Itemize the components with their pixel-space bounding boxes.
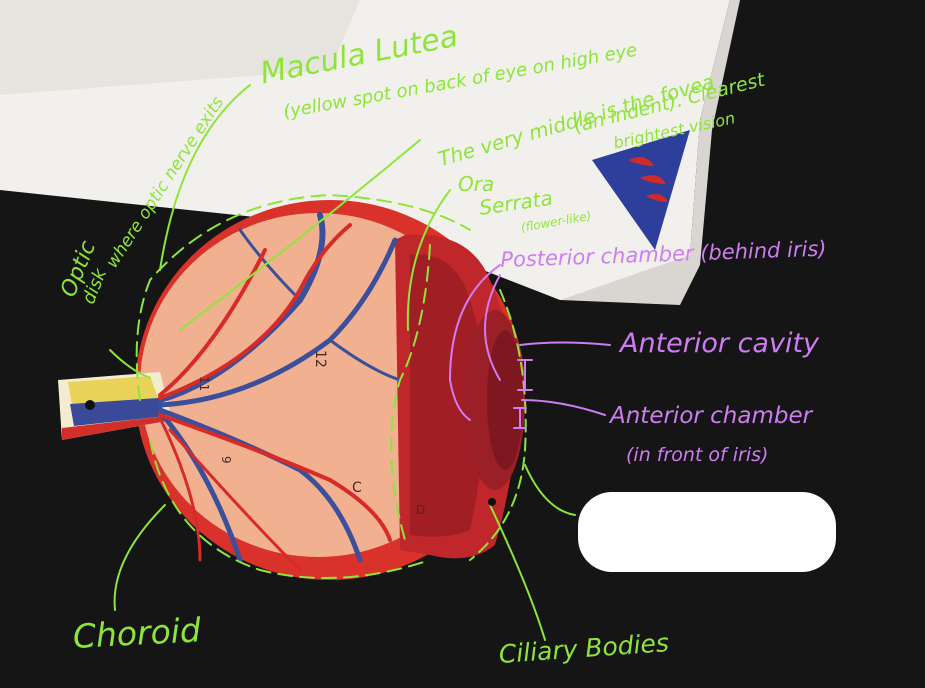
model-base — [0, 0, 740, 305]
posterior-chamber-dot — [503, 288, 511, 296]
model-mark-12: 12 — [312, 350, 328, 368]
retinal-vessels — [157, 212, 402, 572]
model-mark-11: 11 — [197, 376, 211, 391]
model-mark-9: 9 — [219, 456, 233, 464]
model-mark-d: D — [416, 503, 425, 517]
optic-nerve — [58, 372, 172, 440]
purple-annotation-lines — [448, 264, 611, 429]
label-anterior-chamber-line2: (in front of iris) — [626, 444, 769, 466]
green-annotation-lines — [109, 84, 576, 641]
optic-disk-dot — [85, 400, 95, 410]
redaction-blob — [578, 492, 836, 572]
ciliary-dot — [488, 498, 496, 506]
label-anterior-cavity: Anterior cavity — [620, 328, 820, 359]
label-anterior-chamber-line1: Anterior chamber — [610, 403, 813, 429]
model-mark-c: C — [352, 480, 362, 496]
label-choroid: Choroid — [71, 610, 202, 656]
logo-icon — [592, 130, 690, 250]
label-ora-serrata-line1: Ora — [458, 172, 495, 196]
